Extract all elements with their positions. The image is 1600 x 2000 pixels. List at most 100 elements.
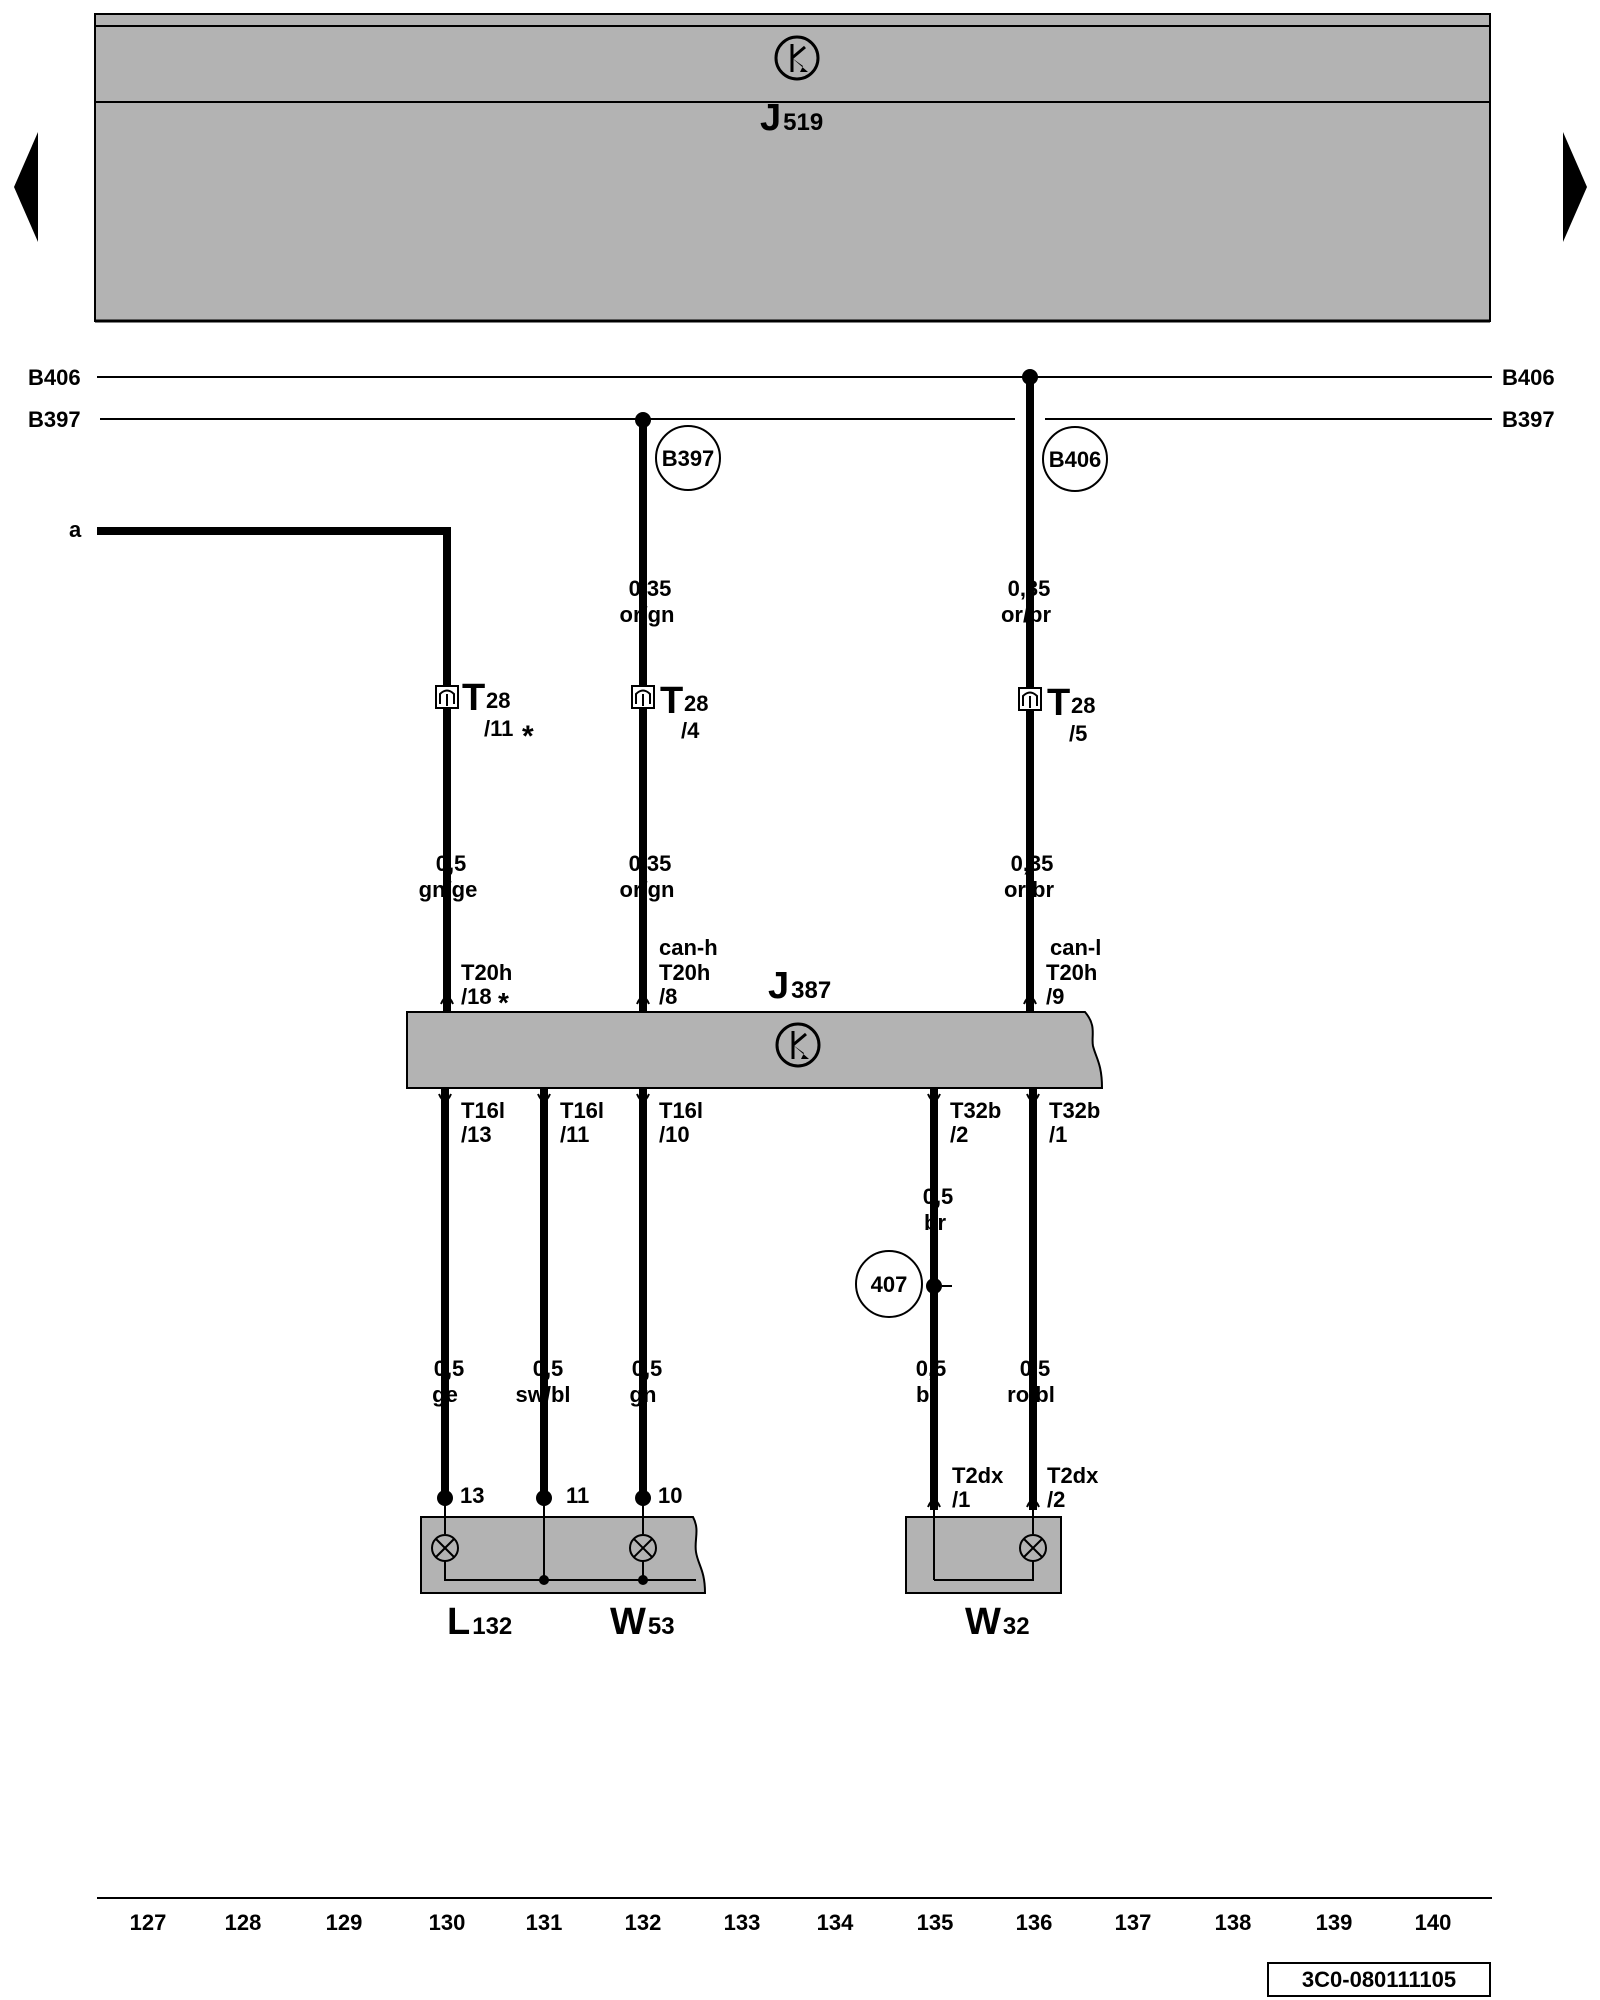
j519-label: J519 (760, 97, 823, 139)
track-number: 131 (526, 1910, 563, 1935)
control-unit-j519: J519 (94, 13, 1491, 323)
svg-text:T20h: T20h (461, 960, 512, 985)
connector-t16l-10-pin: /10 (659, 1122, 690, 1147)
control-unit-j387: J387 (406, 965, 1104, 1089)
connection-b406-label: B406 (1049, 447, 1102, 472)
svg-text:28: 28 (486, 688, 510, 713)
track-number: 130 (429, 1910, 466, 1935)
svg-text:can-h: can-h (659, 935, 718, 960)
connection-b397-circle (655, 425, 721, 491)
bulb-l132-icon (431, 1534, 459, 1562)
wire-131-bot-size: 0,5 (533, 1356, 564, 1381)
wire-136-bot-size: 0,5 (1020, 1356, 1051, 1381)
track-number: 137 (1115, 1910, 1152, 1935)
input-a-label: a (69, 517, 82, 542)
connector-t16l-13-name: T16l (461, 1098, 505, 1123)
component-w32-label: W32 (965, 1601, 1030, 1643)
bulb-w53-icon (629, 1534, 657, 1562)
connector-t32b-1-pin: /1 (1049, 1122, 1067, 1147)
svg-text:/9: /9 (1046, 984, 1064, 1009)
lamp-assembly-l132-w53 (420, 1490, 707, 1594)
svg-text:T: T (462, 677, 485, 719)
wire-130-lower (438, 1088, 452, 1495)
connector-t2dx-2-pin: /2 (1047, 1487, 1065, 1512)
bus-b397-label-right: B397 (1502, 407, 1555, 432)
wire-130-mid-color: gn/ge (419, 877, 478, 902)
connector-t20h-8: can-h T20h /8 (636, 935, 718, 1009)
wire-136-mid-color: or/br (1004, 877, 1055, 902)
track-number: 127 (130, 1910, 167, 1935)
wire-135-mid-size: 0,5 (923, 1184, 954, 1209)
terminal-13: 13 (460, 1483, 484, 1508)
connector-t20h-9: can-l T20h /9 (1023, 935, 1101, 1009)
wire-132-mid-size: 0,35 (629, 851, 672, 876)
wire-135-lower (927, 1088, 941, 1510)
wire-132-top-color: or/gn (620, 602, 675, 627)
track-number: 136 (1016, 1910, 1053, 1935)
bus-b397-label-left: B397 (28, 407, 81, 432)
terminal-11: 11 (566, 1483, 589, 1508)
lamp-assembly-w32 (905, 1510, 1062, 1594)
svg-text:/18: /18 (461, 984, 492, 1009)
track-number: 134 (817, 1910, 854, 1935)
svg-text:T: T (660, 680, 683, 722)
wire-132-top-size: 0,35 (629, 576, 672, 601)
svg-text:/11: /11 (484, 716, 513, 741)
connection-b397-label: B397 (662, 446, 715, 471)
wire-136-bot-color: ro/bl (1007, 1382, 1055, 1407)
wire-track-132: B397 (635, 412, 721, 1012)
wire-136-top-color: or/br (1001, 602, 1052, 627)
wire-131-lower (537, 1088, 551, 1495)
connector-t32b-2-pin: /2 (950, 1122, 968, 1147)
splice-dot-b397 (635, 412, 651, 428)
connector-t32b-2-name: T32b (950, 1098, 1001, 1123)
next-page-arrow-icon[interactable] (1563, 132, 1587, 242)
wire-132-mid-color: or/gn (620, 877, 675, 902)
svg-text:/4: /4 (681, 718, 700, 743)
connection-b406-circle (1042, 426, 1108, 492)
j387-body (406, 1011, 1104, 1089)
connector-t16l-13-pin: /13 (461, 1122, 492, 1147)
previous-page-arrow-icon[interactable] (14, 132, 38, 242)
svg-text:/5: /5 (1069, 721, 1087, 746)
connector-t16l-11-pin: /11 (560, 1122, 589, 1147)
component-l132-label: L132 (447, 1601, 512, 1643)
wire-130-bot-size: 0,5 (434, 1356, 465, 1381)
terminal-10: 10 (658, 1483, 682, 1508)
track-number: 132 (625, 1910, 662, 1935)
wire-130-mid-size: 0,5 (436, 851, 467, 876)
connector-t16l-11-name: T16l (560, 1098, 604, 1123)
j387-label: J387 (768, 965, 831, 1007)
track-number: 135 (917, 1910, 954, 1935)
splice-dot-b406 (1022, 369, 1038, 385)
track-number: 128 (225, 1910, 262, 1935)
component-w53-label: W53 (610, 1601, 675, 1643)
wire-130-bot-color: ge (432, 1382, 458, 1407)
connector-t32b-1-name: T32b (1049, 1098, 1100, 1123)
svg-text:28: 28 (1071, 693, 1095, 718)
svg-text:T20h: T20h (1046, 960, 1097, 985)
svg-text:*: * (522, 720, 534, 753)
svg-text:T: T (1047, 682, 1070, 724)
ground-407-label: 407 (871, 1272, 908, 1297)
wire-131-bot-color: sw/bl (515, 1382, 570, 1407)
connector-t2dx-1-name: T2dx (952, 1463, 1004, 1488)
connector-t2dx-1-pin: /1 (952, 1487, 970, 1512)
track-number: 133 (724, 1910, 761, 1935)
connector-t28-11: T 28 /11 * (435, 677, 534, 753)
track-number: 129 (326, 1910, 363, 1935)
wire-136-mid-size: 0,35 (1011, 851, 1054, 876)
bus-b406-label-left: B406 (28, 365, 81, 390)
svg-text:can-l: can-l (1050, 935, 1101, 960)
track-number: 140 (1415, 1910, 1452, 1935)
connector-t28-5: T 28 /5 (1018, 682, 1095, 746)
control-unit-icon (774, 35, 820, 81)
track-number: 139 (1316, 1910, 1353, 1935)
diagram-code-box: 3C0-080111105 (1267, 1962, 1491, 1997)
wire-136-lower (1026, 1088, 1040, 1510)
wire-135-mid-color: br (924, 1210, 946, 1235)
svg-text:T20h: T20h (659, 960, 710, 985)
ground-point-407: 407 (855, 1250, 952, 1318)
